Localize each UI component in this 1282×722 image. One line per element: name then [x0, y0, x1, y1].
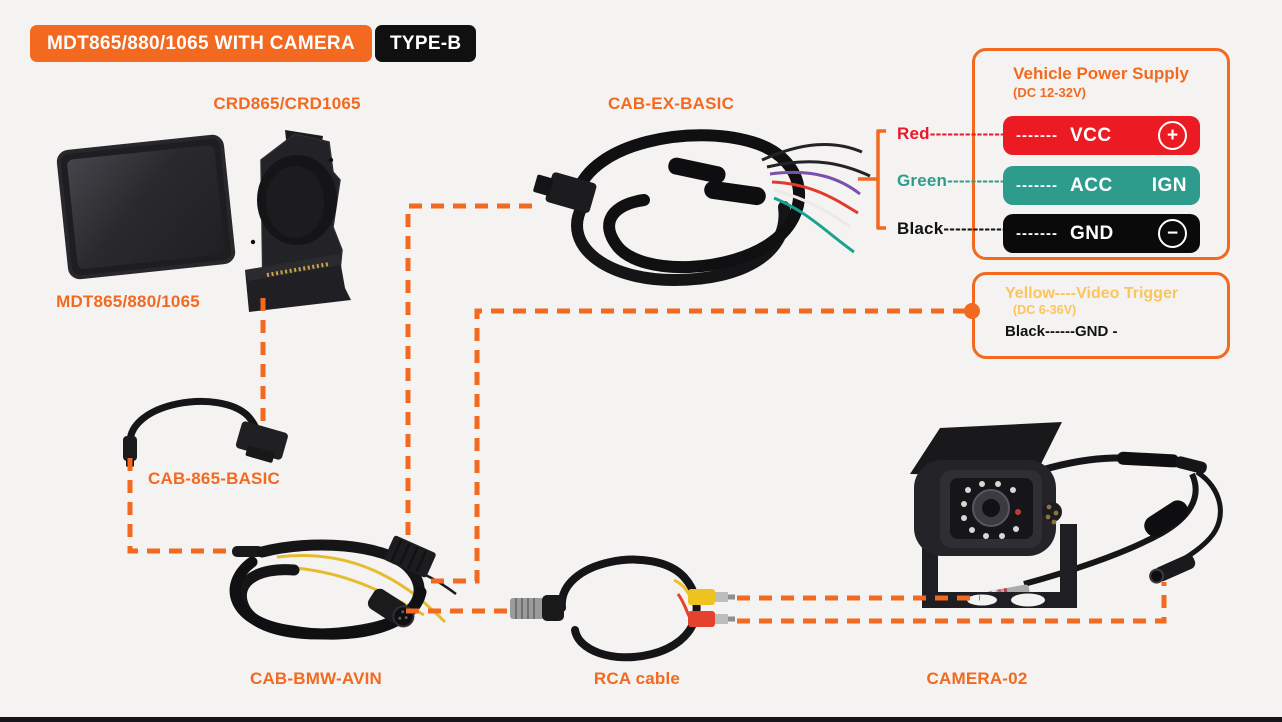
power-box-title: Vehicle Power Supply — [1013, 64, 1189, 83]
power-terminal-vcc: ------- VCC + — [1003, 116, 1200, 155]
cab-bmw-avin-illustration — [229, 535, 457, 640]
wire-label-green: Green---------------- — [897, 171, 1003, 190]
cab-ex-basic-illustration — [533, 129, 871, 287]
label-cradle: CRD865/CRD1065 — [213, 94, 361, 113]
wire-label-black: Black---------------- — [897, 219, 1003, 238]
title-badge: MDT865/880/1065 WITH CAMERA — [30, 25, 372, 62]
tablet-screen — [66, 144, 226, 270]
power-supply-box: Vehicle Power Supply (DC 12-32V) -------… — [972, 48, 1230, 260]
bottom-bar — [0, 717, 1282, 722]
label-cab-ex: CAB-EX-BASIC — [607, 94, 735, 113]
ign-label: IGN — [1151, 174, 1187, 196]
power-box-subtitle: (DC 12-32V) — [1013, 85, 1086, 100]
video-trigger-box: Yellow----Video Trigger (DC 6-36V) Black… — [972, 272, 1230, 359]
cradle-illustration — [245, 130, 351, 312]
trigger-voltage-line: (DC 6-36V) — [1013, 303, 1077, 317]
power-terminal-acc: ------- ACC IGN — [1003, 166, 1200, 205]
power-terminal-gnd: ------- GND − — [1003, 214, 1200, 253]
trigger-yellow-line: Yellow----Video Trigger — [1005, 285, 1179, 302]
circle-plus-icon: + — [1158, 121, 1187, 150]
circle-minus-icon: − — [1158, 219, 1187, 248]
header: MDT865/880/1065 WITH CAMERA TYPE-B — [30, 25, 477, 62]
trigger-black-line: Black------GND - — [1005, 323, 1118, 340]
wire-label-red: Red---------------- — [897, 124, 1003, 143]
line-trigger-to-cabbmw — [424, 308, 966, 584]
label-cab-865: CAB-865-BASIC — [147, 469, 280, 488]
label-tablet: MDT865/880/1065 — [56, 292, 200, 311]
line-cabex-to-cabbmw — [405, 203, 532, 536]
camera-illustration — [910, 422, 1223, 608]
label-camera: CAMERA-02 — [926, 669, 1028, 688]
label-cab-bmw: CAB-BMW-AVIN — [249, 669, 383, 688]
rca-cable-illustration — [510, 555, 735, 662]
tablet-illustration — [55, 133, 237, 281]
cab-865-basic-illustration — [123, 397, 288, 467]
camera-power-jack — [1149, 554, 1196, 584]
label-rca: RCA cable — [593, 669, 681, 688]
type-badge: TYPE-B — [374, 25, 477, 62]
